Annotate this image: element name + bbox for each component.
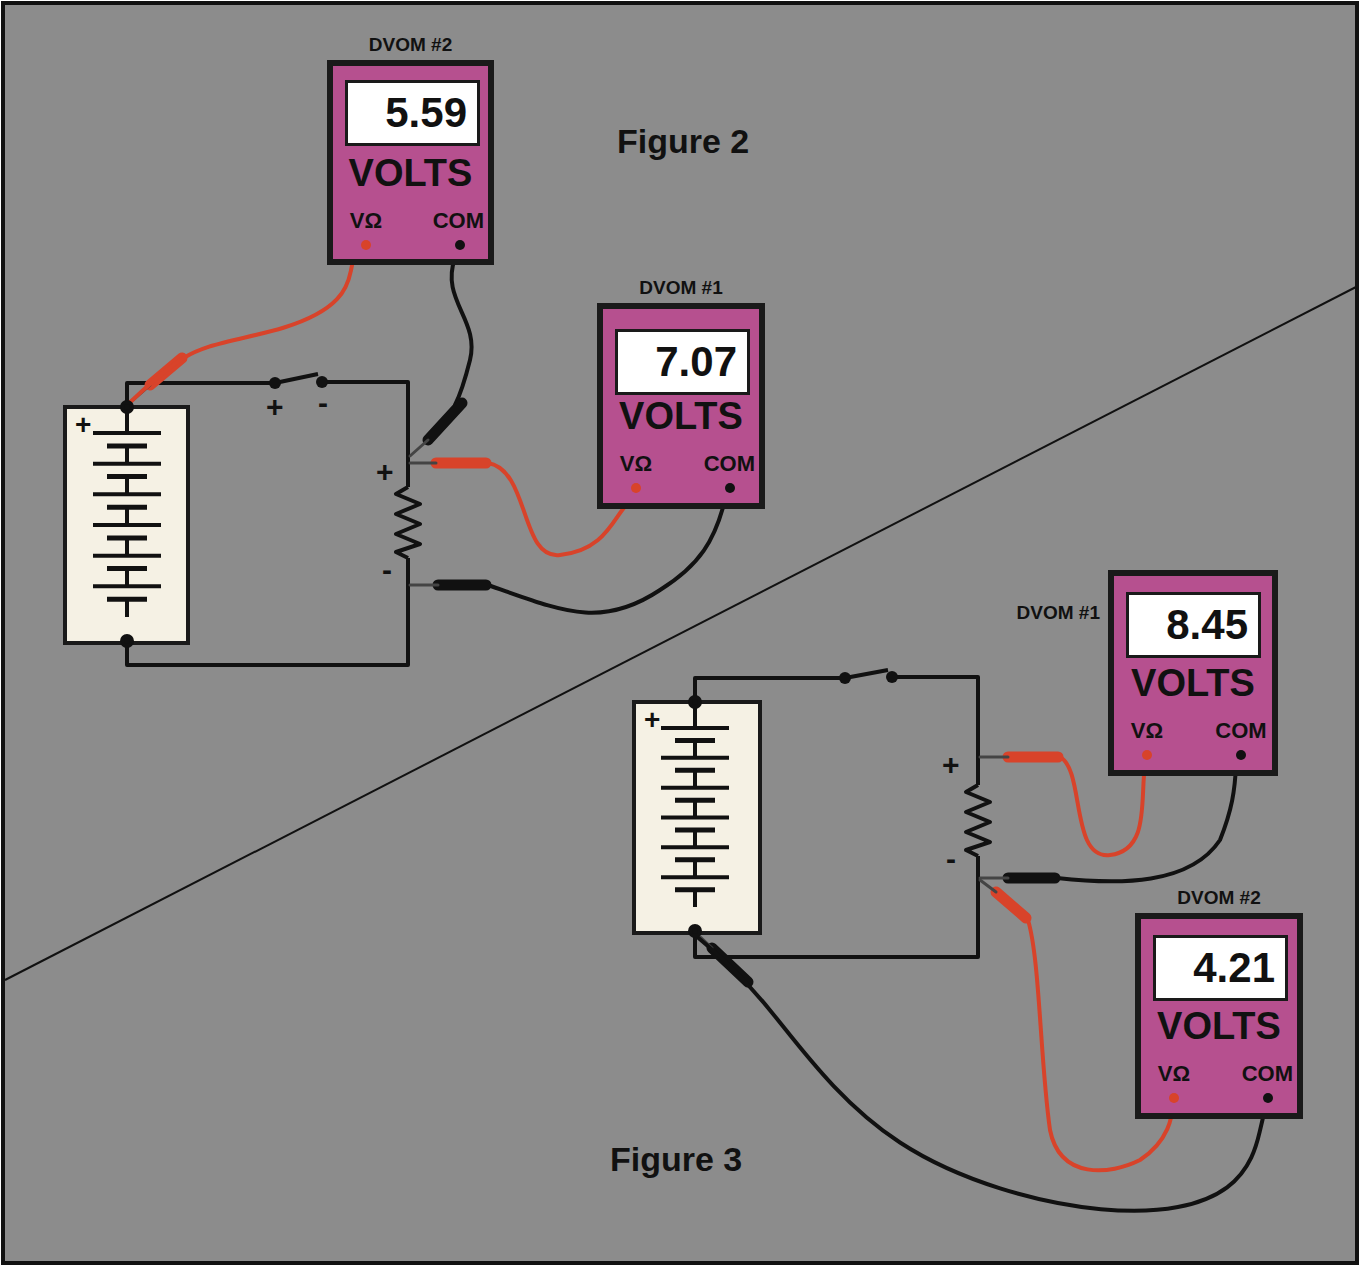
voltage-reading: 5.59 (385, 89, 467, 137)
meter-display: 4.21 (1153, 935, 1288, 1001)
jack-label: COM (704, 451, 755, 477)
voltage-reading: 8.45 (1166, 601, 1248, 649)
wire (695, 678, 845, 700)
resistor-symbol (966, 785, 990, 856)
jack-label: COM (1215, 718, 1266, 744)
probe (436, 458, 486, 469)
jack-terminal (1142, 750, 1152, 760)
polarity-mark: + (644, 704, 660, 736)
probe (438, 580, 486, 591)
switch-contacts (269, 376, 898, 684)
probe (1008, 752, 1058, 763)
wire (892, 677, 978, 785)
polarity-mark: + (376, 455, 394, 489)
voltage-reading: 4.21 (1193, 944, 1275, 992)
polarity-mark: - (382, 553, 392, 587)
jack-terminal (1236, 750, 1246, 760)
unit-label: VOLTS (1131, 662, 1255, 705)
circuit-wires (127, 374, 990, 957)
wire (322, 382, 408, 487)
probe (996, 892, 1026, 918)
unit-label: VOLTS (1157, 1005, 1281, 1048)
polarity-mark: + (266, 390, 284, 424)
switch-lever (275, 374, 318, 383)
probe-tips (127, 358, 1058, 982)
switch-lever (845, 670, 888, 678)
meter-name: DVOM #2 (369, 34, 452, 56)
jack-terminal (1169, 1093, 1179, 1103)
probe-tip (410, 462, 436, 465)
jack-terminal (631, 483, 641, 493)
multimeter-body: 7.07DVOM #1VOLTSVΩCOM (597, 303, 765, 509)
jack-label: VΩ (350, 208, 382, 234)
test-lead (1057, 765, 1236, 881)
switch-contact (886, 671, 898, 683)
battery-symbol: + (63, 405, 190, 645)
battery-symbol: + (632, 700, 762, 935)
jack-label: VΩ (1131, 718, 1163, 744)
divider-line (5, 287, 1356, 980)
meter-display: 7.07 (615, 329, 750, 395)
jack-label: VΩ (620, 451, 652, 477)
probe-tip (980, 880, 996, 892)
multimeter-body: 5.59DVOM #2VOLTSVΩCOM (327, 60, 494, 265)
switch-contact (839, 672, 851, 684)
voltage-reading: 7.07 (655, 338, 737, 386)
probe-tip (410, 440, 428, 456)
probe-tip (410, 584, 438, 587)
meter-display: 8.45 (1126, 592, 1261, 658)
unit-label: VOLTS (349, 152, 473, 195)
jack-label: VΩ (1158, 1061, 1190, 1087)
meter-display: 5.59 (345, 80, 480, 146)
polarity-mark: - (318, 386, 328, 420)
polarity-mark: - (946, 842, 956, 876)
test-lead (127, 265, 352, 405)
test-lead (488, 500, 725, 613)
unit-label: VOLTS (619, 395, 743, 438)
meter-name: DVOM #1 (639, 277, 722, 299)
multimeter-body: 8.45DVOM #1VOLTSVΩCOM (1108, 570, 1278, 776)
jack-terminal (361, 240, 371, 250)
meter-name: DVOM #2 (1177, 887, 1260, 909)
figure-caption: Figure 2 (617, 122, 749, 161)
resistor-symbol (396, 487, 420, 558)
jack-label: COM (433, 208, 484, 234)
jack-terminal (725, 483, 735, 493)
meter-name: DVOM #1 (1017, 602, 1100, 624)
figure-caption: Figure 3 (610, 1140, 742, 1179)
multimeter-body: 4.21DVOM #2VOLTSVΩCOM (1135, 913, 1303, 1119)
probe (428, 403, 462, 440)
probe-tip (980, 756, 1008, 759)
polarity-mark: + (942, 748, 960, 782)
jack-terminal (455, 240, 465, 250)
test-lead (452, 258, 472, 405)
jack-label: COM (1242, 1061, 1293, 1087)
probe-tip (980, 877, 1008, 880)
polarity-mark: + (75, 409, 91, 441)
jack-terminal (1263, 1093, 1273, 1103)
background-panel (3, 3, 1357, 1263)
probe (1008, 873, 1055, 884)
switch-contact (269, 377, 281, 389)
